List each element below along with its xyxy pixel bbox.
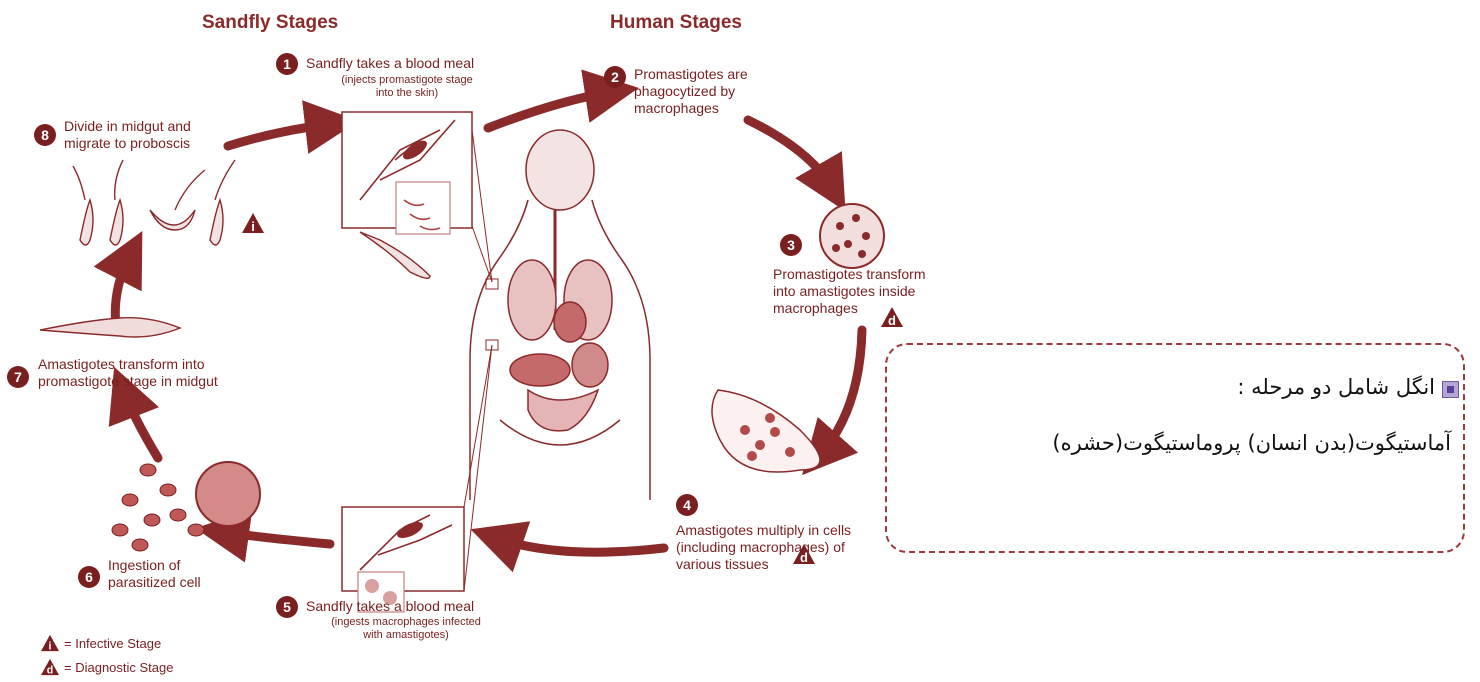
promastigote-single: [360, 232, 430, 278]
step-5-subtitle: (ingests macrophages infected with amast…: [316, 616, 496, 642]
infected-macrophage: [820, 204, 884, 268]
step-6-number: 6: [78, 566, 100, 588]
step-8-title: Divide in midgut and migrate to probosci…: [64, 118, 191, 152]
step-1-title: Sandfly takes a blood meal: [306, 55, 474, 72]
arrow-2-to-3: [748, 120, 832, 188]
callout-line-2: آماستیگوت(بدن انسان) پروماستیگوت(حشره): [1052, 431, 1451, 455]
step-6-title: Ingestion of parasitized cell: [108, 557, 201, 591]
legend-infective-icon: i: [40, 634, 60, 652]
callout-line-1: انگل شامل دو مرحله :: [1237, 375, 1435, 399]
persian-note-callout: انگل شامل دو مرحله : آماستیگوت(بدن انسان…: [885, 343, 1465, 553]
step-7-number: 7: [7, 366, 29, 388]
arrow-3-to-4: [820, 330, 862, 455]
step-3-number: 3: [780, 234, 802, 256]
step-4-number: 4: [676, 494, 698, 516]
svg-text:d: d: [47, 665, 54, 676]
legend-diagnostic-label: = Diagnostic Stage: [64, 660, 173, 675]
arrow-6-to-7: [124, 392, 158, 458]
promastigote-inset: [396, 182, 450, 234]
arrow-7-to-8: [115, 255, 130, 326]
step-8-number: 8: [34, 124, 56, 146]
arrow-4-to-5: [496, 538, 664, 552]
step-1-subtitle: (injects promastigote stage into the ski…: [322, 74, 492, 100]
legend-diagnostic-icon: d: [40, 658, 60, 676]
svg-text:d: d: [888, 313, 896, 328]
step-7-title: Amastigotes transform into promastigote …: [38, 356, 218, 390]
svg-text:i: i: [49, 641, 52, 652]
legend-infective-label: = Infective Stage: [64, 636, 161, 651]
infected-tissue: [712, 390, 820, 472]
step-4-title: Amastigotes multiply in cells (including…: [676, 522, 851, 573]
square-bullet-icon: [1442, 381, 1459, 398]
step-1-number: 1: [276, 53, 298, 75]
step-2-number: 2: [604, 66, 626, 88]
diagnostic-stage-badge-step-4: d: [792, 543, 816, 565]
parasitized-cell: [196, 462, 260, 526]
transforming-parasite: [40, 318, 180, 337]
step-5-title: Sandfly takes a blood meal: [306, 598, 474, 615]
svg-text:i: i: [251, 219, 255, 234]
svg-text:d: d: [800, 550, 808, 565]
arrow-8-to-1: [228, 124, 332, 146]
arrow-1-to-2: [488, 92, 612, 128]
human-body: [470, 130, 650, 500]
infective-stage-badge: i: [241, 212, 265, 234]
step-5-number: 5: [276, 596, 298, 618]
step-2-title: Promastigotes are phagocytized by macrop…: [634, 66, 748, 117]
arrow-5-to-6: [222, 532, 330, 544]
diagnostic-stage-badge-step-3: d: [880, 306, 904, 328]
promastigotes: [80, 200, 223, 245]
